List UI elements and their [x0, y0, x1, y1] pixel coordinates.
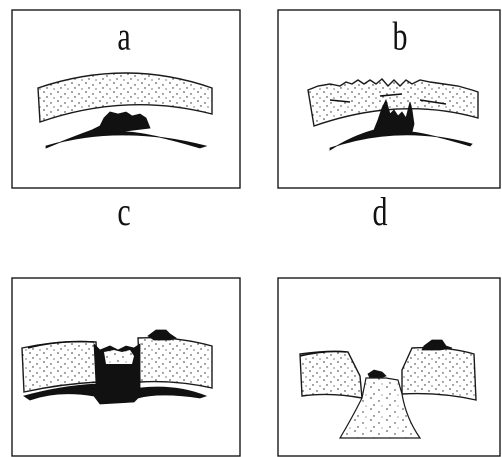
panel-c-label: c: [117, 188, 130, 233]
panel-c-plug-core: [104, 350, 134, 364]
panel-d-label: d: [373, 188, 388, 233]
panel-a-label: a: [117, 13, 130, 58]
panel-d-crust-right: [402, 348, 476, 400]
panel-b-label: b: [393, 13, 408, 58]
panel-c-crust-right: [138, 338, 212, 388]
panel-b: b: [278, 10, 500, 188]
panel-a: a: [12, 10, 240, 188]
panel-d: d: [278, 188, 500, 456]
panel-c: c: [12, 188, 240, 456]
